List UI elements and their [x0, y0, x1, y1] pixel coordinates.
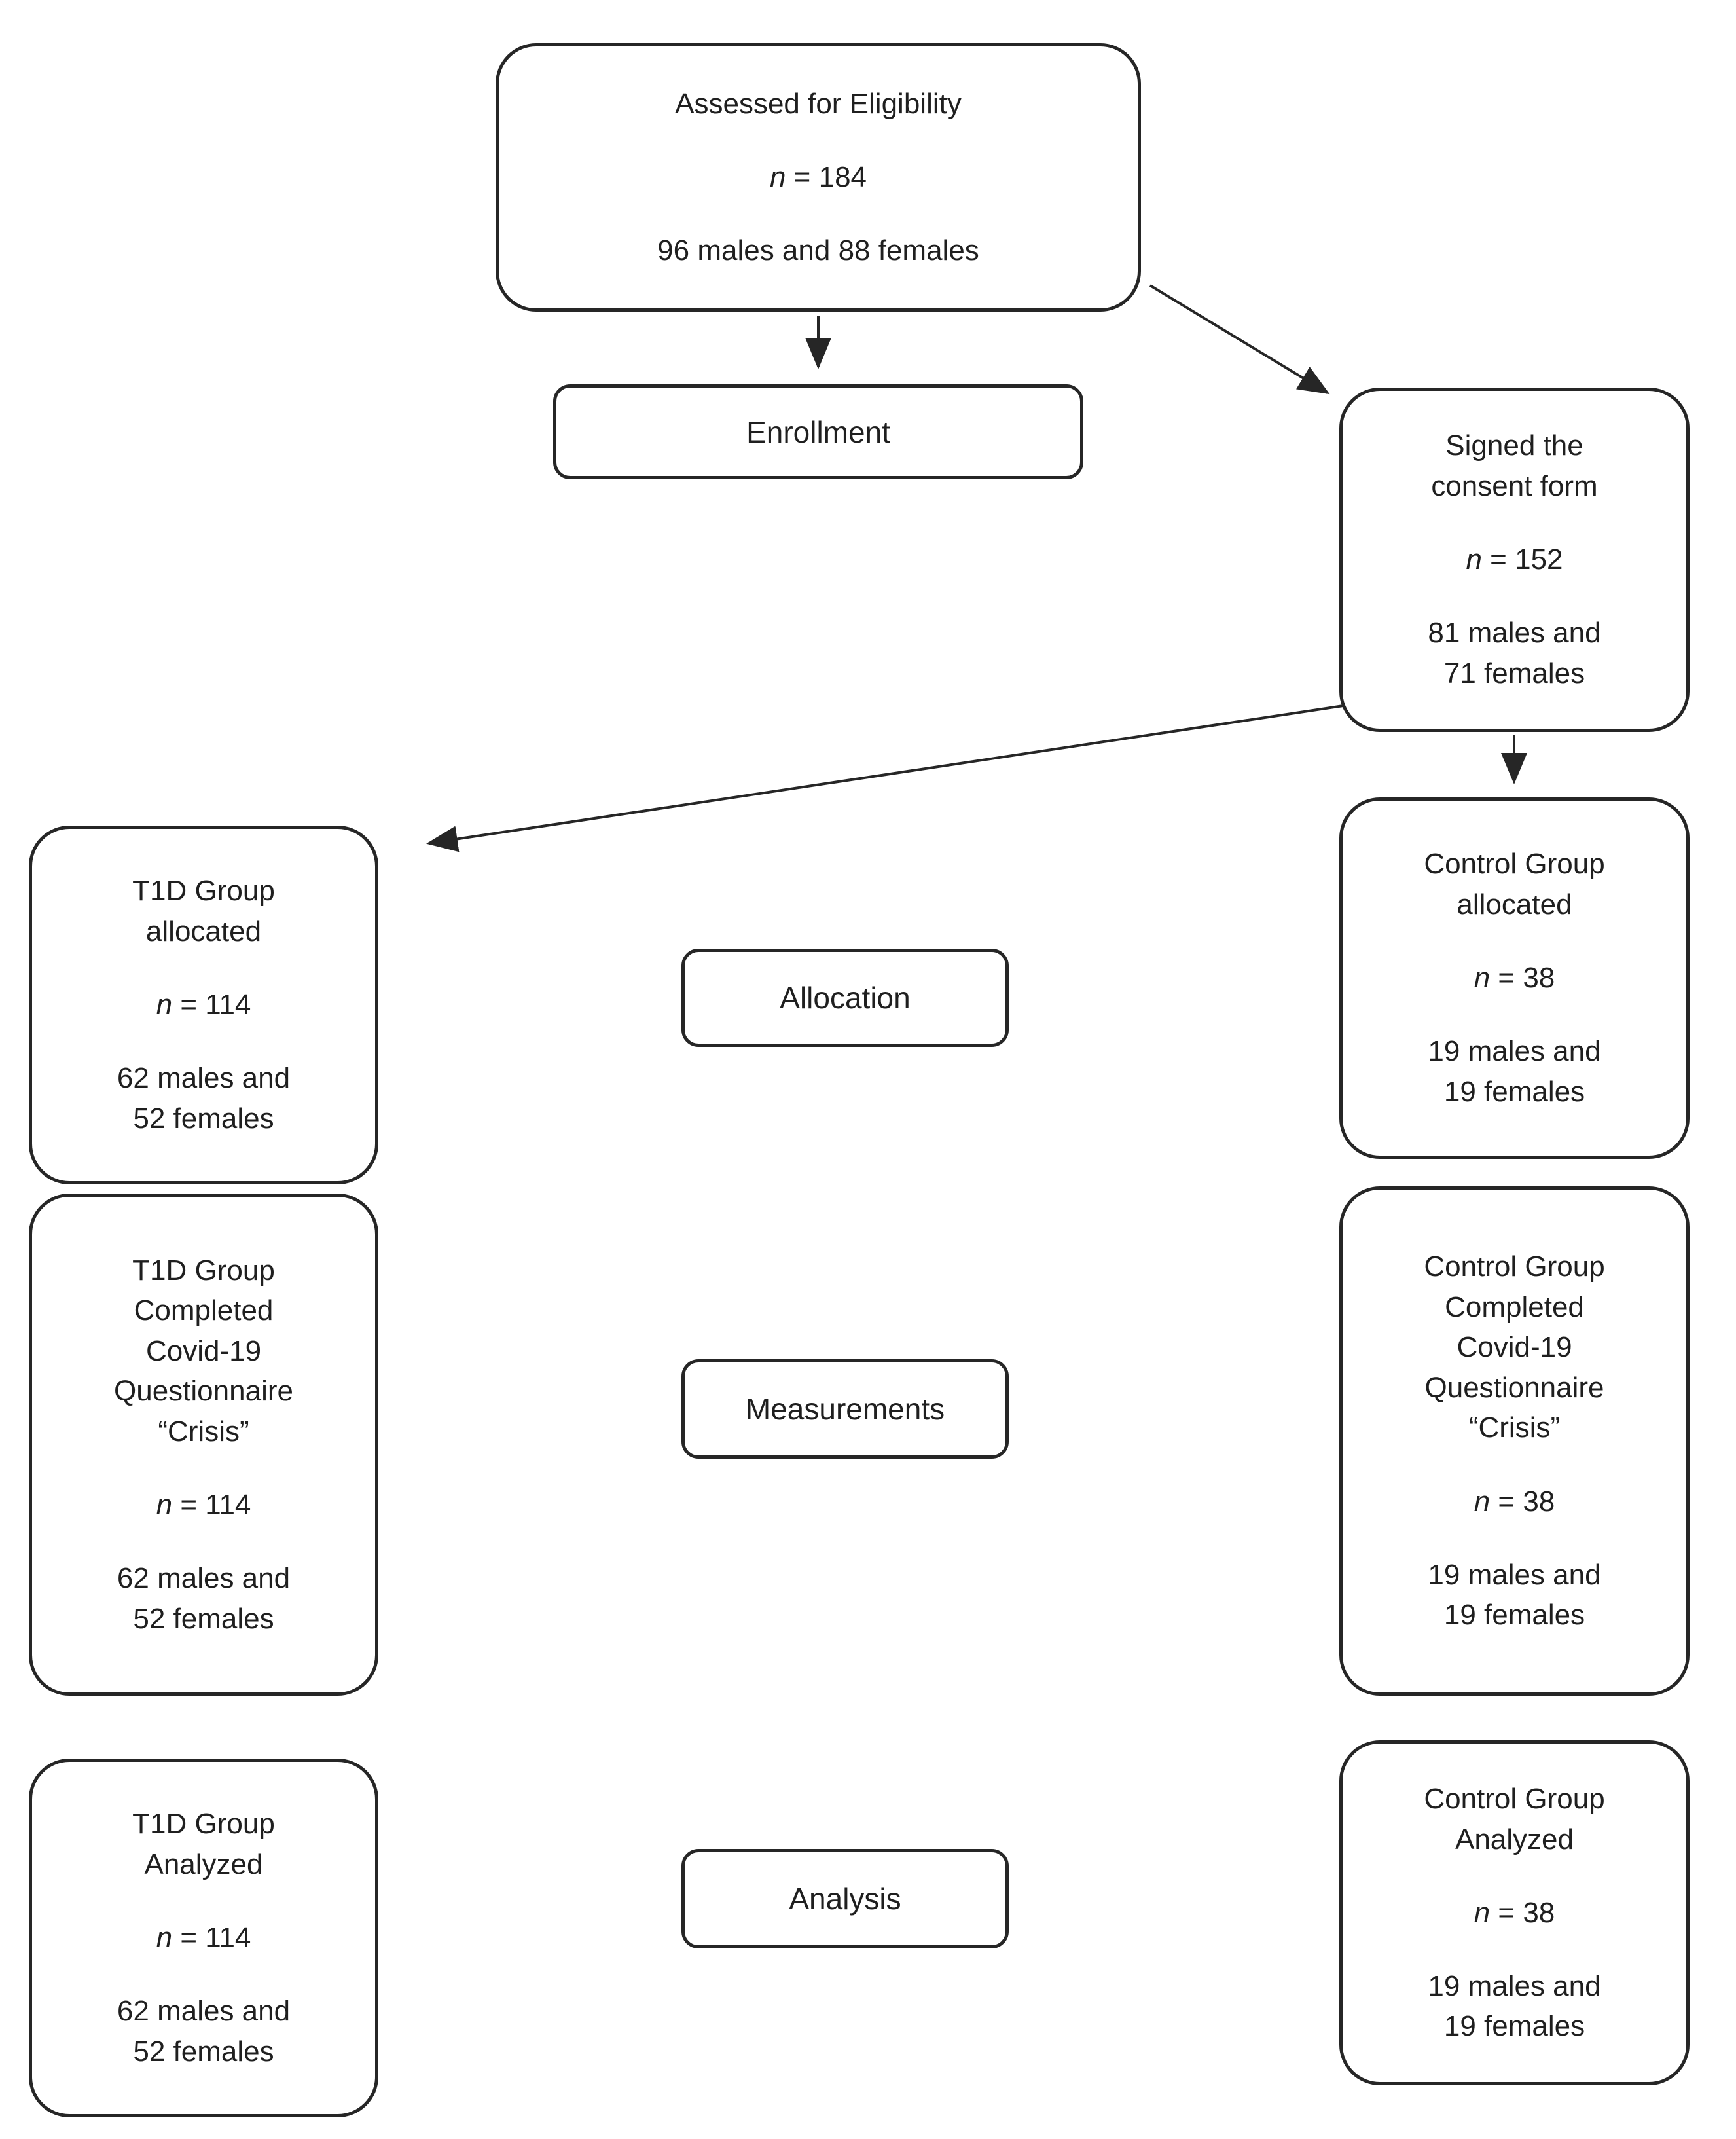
- arrow-signed-consent-to-t1d-allocated: [426, 704, 1344, 852]
- node-line: n = 114: [156, 989, 251, 1021]
- node-line: allocated: [145, 915, 262, 948]
- node-line: T1D Group: [132, 1254, 275, 1287]
- node-line: n = 114: [156, 1489, 251, 1522]
- node-line: 62 males and: [117, 1562, 291, 1595]
- node-line: 19 females: [1443, 2010, 1585, 2043]
- node-line: 96 males and 88 females: [657, 234, 979, 267]
- node-line: allocated: [1456, 888, 1572, 921]
- node-line: 19 females: [1443, 1599, 1585, 1632]
- node-line: Covid-19: [1456, 1331, 1572, 1364]
- node-line: 71 females: [1443, 657, 1585, 689]
- node-line: 81 males and: [1428, 617, 1601, 649]
- node-line: Analyzed: [144, 1848, 263, 1881]
- node-line: 52 females: [133, 2035, 274, 2068]
- assessed-for-eligibility-box: Assessed for Eligibility n = 184 96 males …: [496, 43, 1141, 312]
- t1d-group-allocated-box: T1D Group allocated n = 114 62 males and 52 …: [29, 826, 378, 1184]
- node-line: 19 males and: [1428, 1035, 1601, 1068]
- node-line: Assessed for Eligibility: [675, 88, 962, 120]
- node-line: “Crisis”: [158, 1415, 249, 1448]
- node-line: 19 males and: [1428, 1969, 1601, 2002]
- analysis-stage-label: Analysis: [789, 1882, 901, 1916]
- node-line: n = 184: [769, 161, 867, 194]
- analysis-stage-label-box: Analysis: [681, 1849, 1009, 1948]
- enrollment-stage-label-box: Enrollment: [553, 384, 1083, 479]
- node-line: 19 females: [1443, 1075, 1585, 1108]
- node-line: Analyzed: [1455, 1823, 1574, 1856]
- node-line: T1D Group: [132, 875, 275, 907]
- node-line: n = 38: [1474, 1485, 1555, 1518]
- node-line: 62 males and: [117, 1062, 291, 1095]
- node-line: Control Group: [1424, 1782, 1605, 1815]
- node-line: Completed: [1445, 1290, 1584, 1323]
- node-line: 62 males and: [117, 1995, 291, 2028]
- signed-consent-box: Signed the consent form n = 152 81 males an…: [1339, 388, 1690, 732]
- node-line: Signed the: [1445, 430, 1583, 462]
- node-line: n = 38: [1474, 962, 1555, 995]
- node-line: T1D Group: [132, 1808, 275, 1840]
- node-line: 52 females: [133, 1102, 274, 1135]
- node-line: Control Group: [1424, 1251, 1605, 1283]
- arrow-assessed-to-signed-consent: [1149, 284, 1330, 395]
- node-line: 19 males and: [1428, 1558, 1601, 1591]
- node-line: n = 38: [1474, 1896, 1555, 1929]
- node-line: Questionnaire: [114, 1375, 293, 1408]
- node-line: consent form: [1431, 470, 1598, 503]
- node-line: n = 114: [156, 1922, 251, 1954]
- node-line: Control Group: [1424, 848, 1605, 881]
- enrollment-stage-label: Enrollment: [746, 414, 890, 449]
- node-line: Covid-19: [145, 1334, 262, 1367]
- allocation-stage-label: Allocation: [780, 981, 911, 1015]
- node-line: “Crisis”: [1468, 1412, 1561, 1444]
- measurements-stage-label-box: Measurements: [681, 1359, 1009, 1459]
- allocation-stage-label-box: Allocation: [681, 949, 1009, 1047]
- node-line: Completed: [134, 1294, 274, 1327]
- control-group-allocated-box: Control Group allocated n = 38 19 males and…: [1339, 797, 1690, 1159]
- node-line: n = 152: [1466, 543, 1563, 576]
- measurements-stage-label: Measurements: [745, 1392, 945, 1426]
- node-line: Questionnaire: [1424, 1371, 1604, 1404]
- node-line: 52 females: [133, 1602, 274, 1635]
